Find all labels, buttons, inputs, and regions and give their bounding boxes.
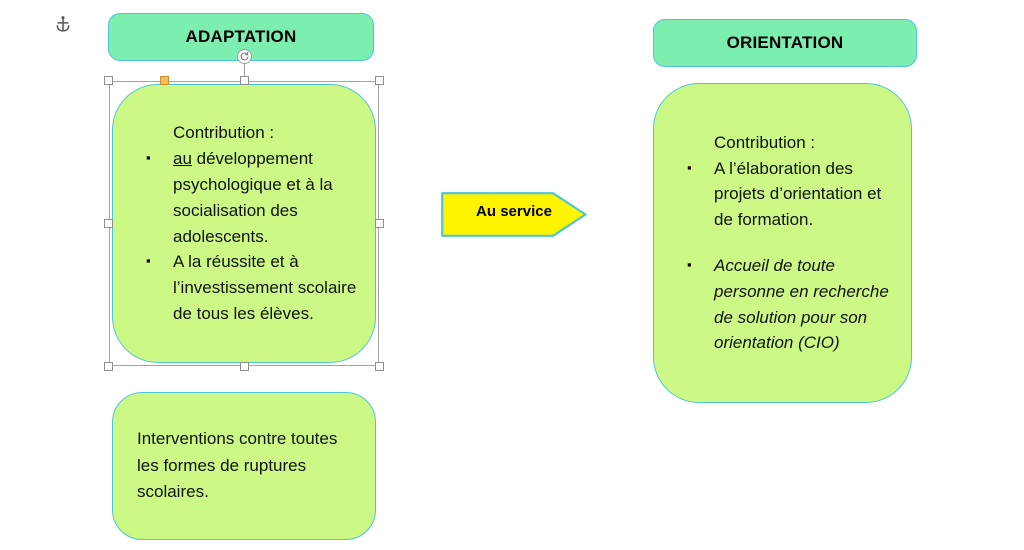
resize-handle-nw[interactable]: [104, 76, 113, 85]
interventions-text: Interventions contre toutes les formes d…: [137, 429, 338, 502]
orientation-header-label: ORIENTATION: [726, 33, 844, 52]
resize-handle-w[interactable]: [104, 219, 113, 228]
selection-overlay: [104, 49, 384, 371]
orientation-bullet-1: A l’élaboration des projets d’orientatio…: [714, 158, 882, 230]
list-item: ▪ Accueil de toute personne en recherche…: [680, 253, 897, 356]
orientation-header-box[interactable]: ORIENTATION: [653, 19, 917, 67]
bullet-marker-icon: ▪: [687, 257, 692, 272]
adaptation-intro: Contribution :: [173, 123, 275, 143]
bullet-marker-icon: ▪: [146, 150, 151, 166]
bullet-marker-icon: ▪: [687, 159, 692, 175]
interventions-box[interactable]: Interventions contre toutes les formes d…: [112, 392, 376, 540]
orientation-body-content: Contribution : ▪ A l’élaboration des pro…: [654, 130, 911, 357]
adaptation-bullet-1-lead: au: [173, 149, 192, 169]
au-service-arrow[interactable]: [441, 192, 587, 237]
resize-handle-ne[interactable]: [375, 76, 384, 85]
adaptation-bullet-2: A la réussite et à l’investissement scol…: [173, 252, 357, 323]
orientation-body-box[interactable]: Contribution : ▪ A l’élaboration des pro…: [653, 83, 912, 403]
adaptation-bullet-1: au développement psychologique et à la s…: [173, 146, 361, 249]
list-item: ▪ A la réussite et à l’investissement sc…: [139, 249, 361, 326]
resize-handle-e[interactable]: [375, 219, 384, 228]
orientation-bullet-2: Accueil de toute personne en recherche d…: [714, 256, 889, 353]
rotate-icon[interactable]: [236, 49, 252, 64]
shape-adjust-handle[interactable]: [160, 76, 169, 85]
adaptation-body-content: Contribution : ▪ au développement psycho…: [113, 120, 375, 327]
list-item: ▪ A l’élaboration des projets d’orientat…: [680, 156, 897, 233]
adaptation-bullet-1-text: développement psychologique et à la soci…: [173, 149, 333, 246]
rotate-handle-stem: [244, 63, 246, 81]
resize-handle-s[interactable]: [239, 362, 249, 371]
bullet-marker-icon: ▪: [146, 253, 151, 269]
list-item: ▪ au développement psychologique et à la…: [139, 146, 361, 249]
resize-handle-se[interactable]: [375, 362, 384, 371]
paragraph-spacer: [680, 233, 897, 253]
anchor-icon: [54, 14, 72, 34]
resize-handle-sw[interactable]: [104, 362, 113, 371]
resize-handle-n[interactable]: [239, 76, 249, 85]
adaptation-header-label: ADAPTATION: [185, 27, 297, 46]
orientation-intro: Contribution :: [714, 132, 816, 152]
selection-frame: [109, 81, 379, 366]
